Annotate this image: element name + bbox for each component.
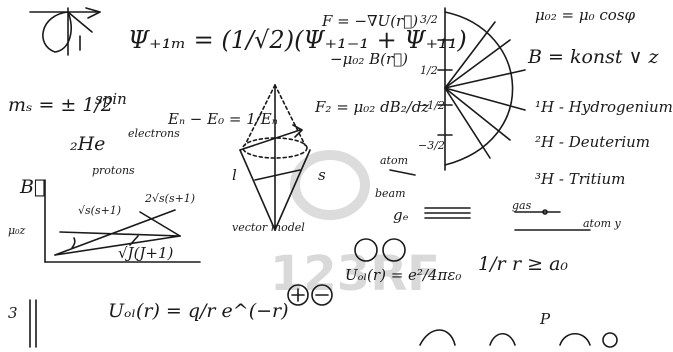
one-over-r: 1/r [478,253,506,275]
potential-eq: Uₒₗ(r) = e²/4πε₀ [345,266,462,284]
sqrt-j-label: √J(J+1) [118,244,174,262]
spin-number-eq: mₛ = ± 1/2 [8,94,113,116]
sqrt-s-label: √s(s+1) [78,204,122,217]
atom-label: atom [380,154,409,167]
orbital-sketch [29,7,101,56]
deuterium-label: ²H - Deuterium [535,133,651,151]
ge-label: gₑ [393,206,409,224]
atom-y-label: atom y [583,217,621,230]
psi-combination-label: Ψ₊₁ₘ = (1/√2)(Ψ₊₁₋₁ + Ψ₊₁₁) [128,26,467,54]
force-z-eq: F₂ = μ₀₂ dB₂/dz [315,98,430,116]
l-vector-label: l [232,166,237,184]
handwritten-physics-notes: 123RF [8,6,673,348]
gas-label: gas [512,199,532,212]
axis-label-0: 3/2 [420,13,438,26]
ge-fraction-label: 3 [8,304,18,322]
split-beam-sketch [389,169,591,231]
b-vector-label: B⃗ [20,176,46,198]
s-vector-label: s [318,166,326,184]
axis-label-1: 1/2 [420,64,438,77]
force-gradient-eq: F = −∇U(r⃗) [322,12,419,30]
r-ge-a0: r ≥ a₀ [512,253,569,275]
tritium-label: ³H - Tritium [535,170,626,188]
exp-potential-eq: Uₒₗ(r) = q/r e^(−r) [108,300,289,322]
vector-model-label: vector model [232,221,305,234]
sqrt-2s-label: 2√s(s+1) [145,192,196,205]
axis-label-3: −3/2 [418,139,445,152]
bottom-margin-sketches [29,299,618,348]
charge-circles [287,238,406,306]
ink-drawings: 123RF [29,7,618,348]
axis-label-2: −1/2 [418,99,445,112]
angular-momentum-diagram [437,7,526,171]
electrons-label: electrons [128,127,180,140]
watermark-logo [290,150,370,220]
magnetic-moment-eq: −μ₀₂ B(r⃗) [330,50,409,68]
spin-label: spin [95,90,127,108]
energy-eq: Eₙ − E₀ = 1/Eₙ [168,110,278,128]
vector-model-cone [239,84,311,231]
beam-label: beam [375,187,406,200]
b-const-eq: B = konst ∨ z [528,46,659,68]
vector-triangle [44,179,201,263]
p-label: P [540,310,551,328]
helium-label: ₂He [70,133,106,155]
mu-z-label: μ₀z [8,224,26,237]
protons-label: protons [92,164,135,177]
hydrogen-label: ¹H - Hydrogenium [535,98,673,116]
mj-cos-eq: μ₀₂ = μ₀ cosφ [535,6,636,24]
